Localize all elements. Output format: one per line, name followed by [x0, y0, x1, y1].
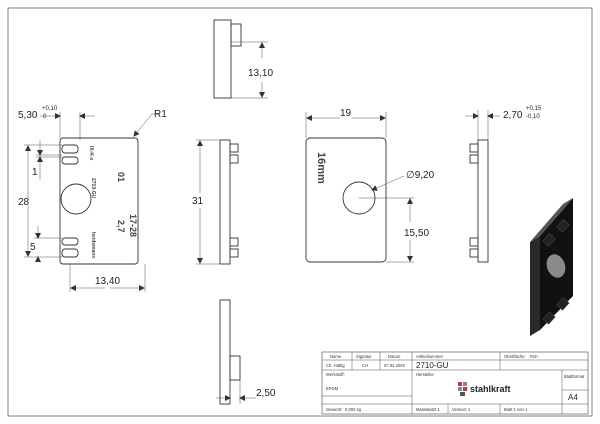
- dim-bottom-length: 2,50: [256, 388, 276, 399]
- iso-tab-4: [556, 297, 570, 311]
- side-view-body: [219, 139, 231, 265]
- back-center-hole: [60, 183, 92, 215]
- side-view-tab-upper-2: [229, 154, 239, 164]
- side-view-tab-lower-1: [229, 237, 239, 247]
- side-view-tab-lower-2: [229, 248, 239, 258]
- tb-header-weight: Gewicht:: [326, 407, 342, 412]
- iso-top-edge: [530, 198, 573, 242]
- top-view-body: [213, 19, 232, 99]
- back-engr-version: 01: [116, 172, 126, 182]
- right-view-tab-lower-1: [469, 237, 479, 247]
- dim-radius: R1: [154, 109, 167, 120]
- side-view: 31: [192, 139, 239, 265]
- dim-side-height: 31: [192, 196, 204, 207]
- tb-header-version: Version:: [452, 407, 467, 412]
- dim-left-width: 5,30: [18, 110, 38, 121]
- sheet-border: [7, 7, 593, 417]
- tb-value-name: Ch. Hättig: [326, 363, 345, 368]
- back-engr-spec: 2,7: [116, 220, 126, 233]
- iso-tab-3: [542, 311, 556, 325]
- iso-tab-2: [556, 219, 570, 233]
- tb-header-article: Artikelnummer: [416, 354, 444, 359]
- right-view-body: [477, 139, 489, 263]
- tb-value-signature: CH: [362, 363, 368, 368]
- stahlkraft-logo: [458, 382, 467, 396]
- tb-brand: stahlkraft: [470, 384, 511, 394]
- dim-left-width-tol-upper: +0,10: [42, 106, 58, 112]
- dim-top-length: 13,10: [248, 68, 273, 79]
- tb-value-version: 1: [468, 407, 471, 412]
- tb-header-signature: Signatur: [356, 354, 372, 359]
- back-engr-brand: heidemann: [90, 232, 96, 258]
- tb-value-article: 2710-GU: [416, 361, 449, 370]
- back-slot-lower-1: [61, 237, 79, 246]
- back-view-outline: [59, 137, 139, 265]
- dim-left-width-tol-lower: 0: [43, 114, 47, 120]
- dim-thickness-tol-upper: +0,15: [526, 106, 542, 112]
- right-view-tab-upper-2: [469, 154, 479, 164]
- iso-tab-1: [542, 233, 556, 247]
- tb-header-material: Werkstoff:: [326, 372, 345, 377]
- tb-value-scale: 2:1: [434, 407, 440, 412]
- side-view-tab-upper-1: [229, 143, 239, 153]
- tb-value-material: EPDM: [326, 386, 339, 391]
- front-view: 16mm 19 ∅9,20 15,50: [305, 108, 435, 263]
- back-engr-code: 2710-GU: [90, 178, 96, 199]
- tb-value-surface: Roh: [530, 354, 538, 359]
- right-view-tab-upper-1: [469, 143, 479, 153]
- back-slot-upper-1: [61, 144, 79, 154]
- dim-front-width: 19: [340, 108, 352, 119]
- top-view: 13,10: [213, 19, 273, 99]
- tb-header-surface: Oberfläche:: [504, 354, 526, 359]
- iso-side-face: [530, 236, 540, 336]
- tb-header-scale: Massstab:: [416, 407, 435, 412]
- isometric-view: [530, 198, 573, 336]
- dim-slot-pitch: 1: [32, 167, 38, 178]
- bottom-view-body: [219, 299, 231, 405]
- dim-slot-height: 5: [30, 242, 36, 253]
- tb-sheet: Blatt 1 von 1: [504, 407, 528, 412]
- right-view-tab-lower-2: [469, 248, 479, 258]
- dim-hole-center: 15,50: [404, 228, 429, 239]
- tb-header-name: Name: [330, 354, 342, 359]
- back-engr-small: IX-K-x: [88, 146, 94, 161]
- back-view: 2710-GU IX-K-x heidemann 01 2,7 17-28 5,…: [18, 106, 167, 292]
- diameter-leader: [371, 175, 405, 191]
- radius-leader: [133, 113, 153, 137]
- tb-value-date: 07.04.2020: [384, 363, 406, 368]
- right-side-view: 2,70 +0,15 -0,10: [465, 106, 542, 263]
- tb-header-date: Datum: [388, 354, 401, 359]
- bottom-view-tab: [229, 355, 241, 381]
- dim-hole-diameter: ∅9,20: [406, 170, 435, 181]
- back-slot-upper-2: [61, 156, 79, 165]
- front-engr-label: 16mm: [315, 152, 327, 184]
- dim-height-28: 28: [18, 197, 30, 208]
- tb-header-sheet-format: Blattformat: [564, 374, 585, 379]
- iso-hole: [546, 254, 566, 278]
- back-engr-range: 17-28: [128, 214, 138, 237]
- back-slot-lower-2: [61, 248, 79, 258]
- tb-value-weight: 0,002 kg: [345, 407, 362, 412]
- title-block: Name Signatur Datum Artikelnummer Oberfl…: [321, 351, 589, 415]
- bottom-view: 2,50: [216, 299, 276, 405]
- tb-value-sheet-format: A4: [568, 393, 578, 402]
- dim-width-13-40: 13,40: [95, 276, 120, 287]
- dim-thickness-tol-lower: -0,10: [526, 114, 540, 120]
- tb-header-manufacturer: Hersteller: [416, 372, 435, 377]
- top-view-tab: [230, 23, 242, 47]
- dim-thickness: 2,70: [503, 110, 523, 121]
- front-view-outline: [305, 137, 387, 263]
